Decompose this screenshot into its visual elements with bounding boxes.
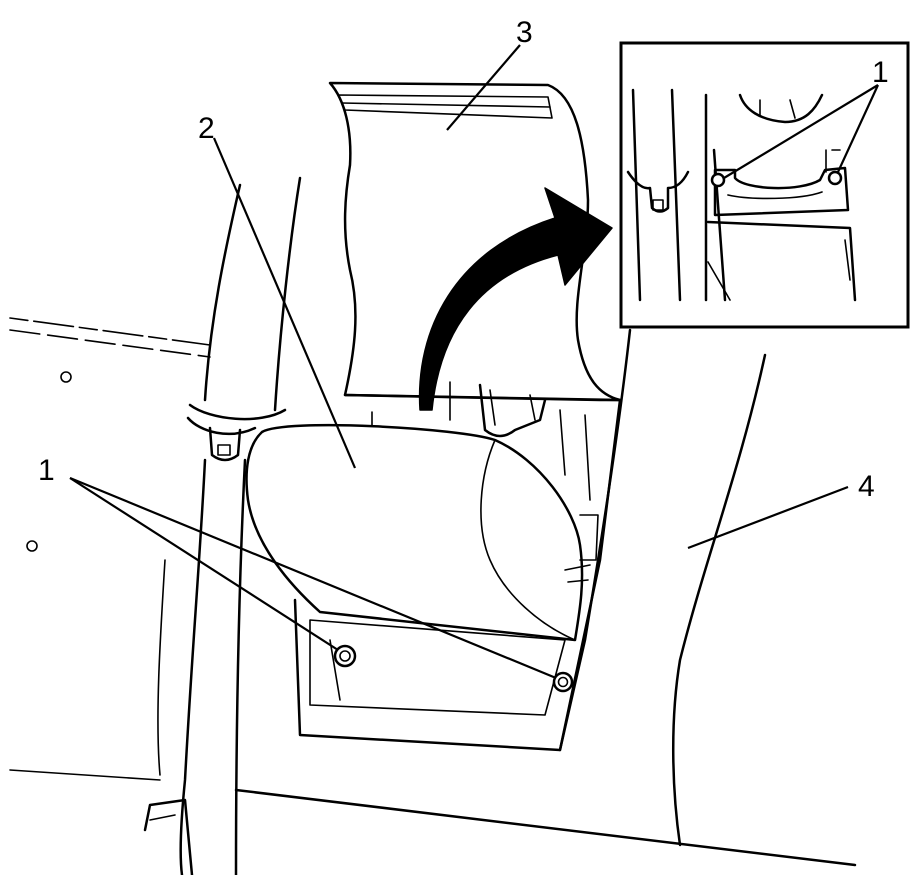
console-opening: [293, 381, 622, 752]
right-trim-panel: [234, 328, 857, 867]
callout-flap: 3: [516, 16, 533, 49]
fastener-right: [552, 671, 574, 693]
inset-detail: [619, 41, 910, 329]
panel-hole-lower: [26, 540, 38, 552]
fastener-left: [333, 644, 357, 668]
direction-arrow: [418, 187, 613, 411]
console-cover: [245, 423, 599, 642]
callout-fastener: 1: [38, 454, 55, 487]
callout-cover: 2: [198, 112, 215, 145]
panel-hole-upper: [60, 371, 72, 383]
callout-trim-panel: 4: [858, 470, 875, 503]
callout-fastener-inset: 1: [872, 56, 889, 89]
leader-lines: [69, 44, 879, 680]
left-panel-lines: [9, 317, 211, 781]
